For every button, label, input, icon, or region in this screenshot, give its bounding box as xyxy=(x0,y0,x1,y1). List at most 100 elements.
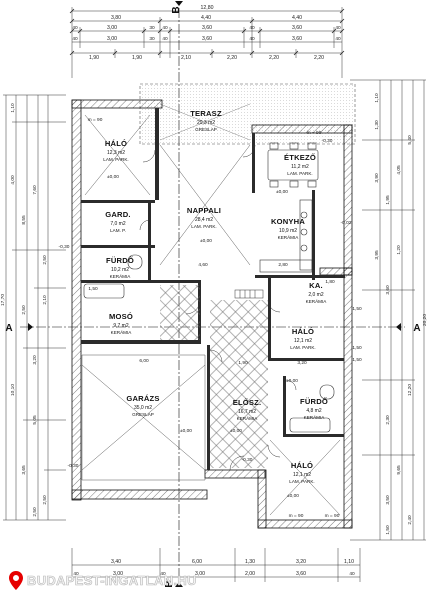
room-name: GARÁZS xyxy=(126,394,159,403)
level-marker: ±0,00 xyxy=(287,493,299,499)
room-name: FÜRDŐ xyxy=(106,256,134,265)
room-garazs: GARÁZS 35,0 m2 GRESLAP xyxy=(126,394,159,417)
dim-label: 2,80 xyxy=(278,262,288,268)
inner-dimensions: 4,60 2,80 1,50 1,80 6,00 3,20 1,50 1,50 … xyxy=(88,262,362,366)
room-area: 28,4 m2 xyxy=(195,217,213,223)
height-note: m = 90 xyxy=(307,130,322,136)
dim-left-c: 7,60 3,20 5,05 xyxy=(32,185,38,425)
watermark-text: BUDAPEST-INGATLAN.HU xyxy=(27,573,197,588)
room-halo-3: HÁLÓ 12,1 m2 LAM. PARK. xyxy=(289,461,314,484)
dim-label: 5,40 xyxy=(407,135,413,145)
dim-label: 3,50 xyxy=(385,495,391,505)
height-note: m = 90 xyxy=(88,117,103,123)
room-diagonals xyxy=(81,114,341,516)
room-material: GRESLAP xyxy=(195,127,217,132)
level-markers: ±0,00 ±0,00 ±0,00 ±0,00 ±0,00 ±0,00 ±0,0… xyxy=(59,138,352,499)
dim-label: 3,80 xyxy=(111,15,121,21)
dim-label: 4,40 xyxy=(292,15,302,21)
room-name: ELŐSZ. xyxy=(233,398,262,407)
dim-label: 40 xyxy=(73,571,79,577)
dim-label: 3,60 xyxy=(292,36,302,42)
room-area: 7,0 m2 xyxy=(110,221,126,227)
left-dimension-chains xyxy=(3,94,66,521)
top-dimension-ticks xyxy=(69,8,345,56)
room-etkezo: ÉTKEZŐ 11,2 m2 LAM. PARK. xyxy=(284,153,316,176)
room-area: 12,1 m2 xyxy=(293,472,311,478)
room-area: 16,7 m2 xyxy=(238,409,256,415)
room-material: KERÁMIA xyxy=(111,329,133,335)
dim-label: 3,90 xyxy=(374,173,380,183)
dim-label: 1,90 xyxy=(238,360,248,366)
dim-label: 3,60 xyxy=(292,25,302,31)
room-material: KERÁMIA xyxy=(278,234,300,240)
dim-label: 1,50 xyxy=(88,286,98,292)
level-marker: ±0,00 xyxy=(286,378,298,384)
room-name: ÉTKEZŐ xyxy=(284,153,316,162)
dim-label: 10,10 xyxy=(10,384,16,396)
dim-label: 1,95 xyxy=(385,195,391,205)
dim-left-overall: 17,70 xyxy=(0,294,6,306)
room-area: 10,9 m2 xyxy=(279,228,297,234)
room-material: LAM. PARK. xyxy=(290,345,315,350)
door-swings xyxy=(139,144,297,471)
room-area: 12,1 m2 xyxy=(294,338,312,344)
terrace-area xyxy=(139,83,356,145)
dim-label: 1,20 xyxy=(396,245,402,255)
dim-top-row2: 40 3,00 30 40 3,60 40 3,60 40 xyxy=(72,25,341,31)
location-pin-icon xyxy=(9,571,23,590)
dim-label: 2,50 xyxy=(42,255,48,265)
dim-label: 2,00 xyxy=(245,571,255,577)
room-moso: MOSÓ 9,7 m2 KERÁMIA xyxy=(109,312,133,335)
room-name: HÁLÓ xyxy=(292,327,314,336)
dim-label: 8,55 xyxy=(21,215,27,225)
dim-label: 4,00 xyxy=(10,175,16,185)
room-ka: KA. 2,0 m2 KERÁMIA xyxy=(306,281,328,304)
dim-top-row3: 1,90 1,90 2,10 2,20 2,20 2,20 xyxy=(89,55,324,61)
dim-label: 6,00 xyxy=(192,559,202,565)
room-halo-1: HÁLÓ 12,3 m2 LAM. PARK. xyxy=(103,139,128,162)
room-name: HÁLÓ xyxy=(291,461,313,470)
dim-label: 2,20 xyxy=(314,55,324,61)
room-material: LAM. PARK. xyxy=(191,224,216,229)
hall-tile-floor xyxy=(210,300,268,468)
room-area: 10,2 m2 xyxy=(111,267,129,273)
level-marker: -0,02 xyxy=(341,220,352,226)
room-material: KERÁMIA xyxy=(110,273,132,279)
dim-label: 30 xyxy=(149,25,155,31)
dim-label: 1,90 xyxy=(89,55,99,61)
room-material: LAM. PARK. xyxy=(103,157,128,162)
stairs xyxy=(234,289,264,299)
dim-right-b: 12,20 4,05 1,20 9,65 xyxy=(396,165,413,475)
dim-label: 3,20 xyxy=(297,360,307,366)
room-material: KERÁMIA xyxy=(304,414,326,420)
dim-bottom-row2: 40 3,00 40 3,00 2,00 3,60 40 xyxy=(73,571,355,577)
dim-label: 1,50 xyxy=(385,525,391,535)
room-area: 4,8 m2 xyxy=(306,408,322,414)
room-area: 2,0 m2 xyxy=(308,292,324,298)
room-material: LAM. P. xyxy=(110,228,126,233)
dim-label: 6,00 xyxy=(139,358,149,364)
room-halo-2: HÁLÓ 12,1 m2 LAM. PARK. xyxy=(290,327,315,350)
dim-label: 3,20 xyxy=(296,559,306,565)
dim-label: 30 xyxy=(149,36,155,42)
height-notes: m = 90 m = 90 m = 90 m = 90 xyxy=(88,117,340,519)
room-material: LAM. PARK. xyxy=(287,171,312,176)
dim-label: 3,00 xyxy=(107,25,117,31)
dim-bottom-row1: 3,40 6,00 1,30 3,20 1,10 xyxy=(111,559,354,565)
section-label-b-bottom: B xyxy=(164,580,175,587)
dim-label: 3,60 xyxy=(202,25,212,31)
dim-label: 40 xyxy=(72,36,78,42)
room-terasz: TERASZ 29,3 m2 GRESLAP xyxy=(190,109,222,132)
dim-label: 1,80 xyxy=(325,279,335,285)
dim-label: 3,60 xyxy=(385,285,391,295)
level-marker: ±0,00 xyxy=(107,174,119,180)
level-marker: ±0,00 xyxy=(200,238,212,244)
dim-left-d: 2,50 2,10 2,50 2,50 xyxy=(32,255,48,517)
section-label-a-right: A xyxy=(413,323,420,334)
dim-label: 1,10 xyxy=(374,93,380,103)
room-material: LAM. PARK. xyxy=(289,479,314,484)
level-marker: -0,30 xyxy=(59,244,70,250)
dim-label: 1,30 xyxy=(374,120,380,130)
dim-label: 4,40 xyxy=(201,15,211,21)
